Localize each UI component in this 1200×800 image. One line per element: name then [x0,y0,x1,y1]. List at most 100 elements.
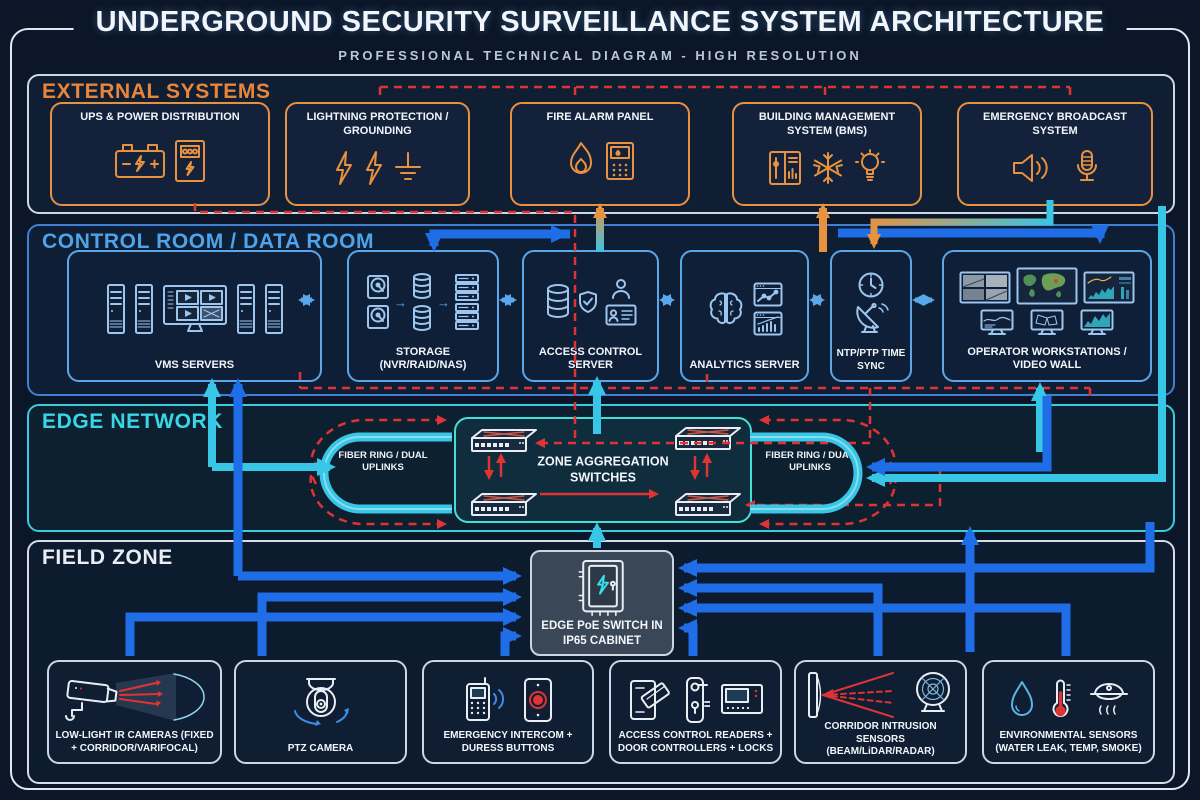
water-drop-icon [1010,680,1033,716]
bms-box: BUILDING MANAGEMENT SYSTEM (BMS) [732,102,922,206]
ptz-camera-box: PTZ CAMERA [234,660,407,764]
network-switch-icon [675,493,741,516]
workstation-monitor-icon [980,309,1014,336]
diagram-subtitle: PROFESSIONAL TECHNICAL DIAGRAM - HIGH RE… [324,48,876,63]
bms-panel-icon [769,150,801,185]
vms-servers-label: VMS SERVERS [154,359,235,372]
zone-aggregation-label: ZONE AGGREGATION SWITCHES [537,454,669,484]
speaker-icon [1013,153,1048,182]
access-readers-label: ACCESS CONTROL READERS + DOOR CONTROLLER… [617,730,774,754]
access-readers-box: ACCESS CONTROL READERS + DOOR CONTROLLER… [609,660,782,764]
brain-icon [709,292,743,325]
radar-sensor-icon [915,672,950,712]
analytics-server-box: ANALYTICS SERVER [680,250,809,382]
clock-icon [858,272,884,298]
access-control-server-label: ACCESS CONTROL SERVER [538,345,643,372]
database-icon [413,273,431,300]
section-external-systems: EXTERNAL SYSTEMS UPS & POWER DISTRIBUTIO… [27,74,1175,214]
network-switch-icon [471,493,537,516]
intercom-duress-box: EMERGENCY INTERCOM + DURESS BUTTONS [422,660,594,764]
intercom-icon [466,676,505,721]
line-chart-icon [753,282,783,307]
thermometer-icon [1052,679,1071,717]
operator-workstations-label: OPERATOR WORKSTATIONS / VIDEO WALL [967,345,1127,372]
duress-button-icon [524,677,552,722]
flow-arrow: → [437,294,450,310]
server-rack-icon [106,284,125,335]
card-reader-icon [629,679,670,720]
shield-check-icon [578,291,597,314]
smoke-detector-icon [1089,682,1128,715]
lightbulb-icon [855,148,885,181]
ptz-camera-label: PTZ CAMERA [287,742,354,754]
environmental-sensors-label: ENVIRONMENTAL SENSORS (WATER LEAK, TEMP,… [995,730,1142,754]
storage-label: STORAGE (NVR/RAID/NAS) [379,345,467,372]
person-icon [611,279,630,300]
operator-workstations-box: OPERATOR WORKSTATIONS / VIDEO WALL [942,250,1152,382]
world-map-monitor-icon [1016,267,1078,305]
intrusion-sensors-label: CORRIDOR INTRUSION SENSORS (BEAM/LiDAR/R… [824,721,937,757]
vms-monitor-icon [162,285,227,333]
bms-label: BUILDING MANAGEMENT SYSTEM (BMS) [758,111,896,137]
edge-network-header: EDGE NETWORK [42,410,224,433]
power-panel-icon [175,139,205,182]
nas-rack-icon [455,274,479,331]
workstation-monitor-icon [1080,309,1114,336]
intercom-duress-label: EMERGENCY INTERCOM + DURESS BUTTONS [443,730,573,754]
database-icon [413,305,431,332]
server-rack-icon [236,284,255,335]
environmental-sensors-box: ENVIRONMENTAL SENSORS (WATER LEAK, TEMP,… [982,660,1155,764]
server-rack-icon [264,284,283,335]
lightning-protection-label: LIGHTNING PROTECTION / GROUNDING [306,111,449,137]
door-controller-icon [720,683,763,714]
workstation-monitor-icon [1030,309,1064,336]
fire-alarm-label: FIRE ALARM PANEL [546,111,654,123]
ups-power-label: UPS & POWER DISTRIBUTION [80,111,240,123]
hdd-icon [367,305,389,330]
lightning-bolt-icon [365,150,382,185]
network-switch-icon [471,429,537,452]
external-systems-header: EXTERNAL SYSTEMS [42,80,271,103]
fiber-ring-right-label: FIBER RING / DUAL UPLINKS [765,450,855,474]
battery-icon [115,143,165,178]
poe-cabinet-icon [578,559,624,617]
alarm-panel-icon [606,141,634,180]
emergency-broadcast-label: EMERGENCY BROADCAST SYSTEM [982,111,1128,137]
ground-symbol-icon [394,151,421,180]
bar-chart-icon [753,311,783,336]
server-rack-icon [134,284,153,335]
ptz-camera-icon [293,677,349,726]
diagram-title: UNDERGROUND SECURITY SURVEILLANCE SYSTEM… [73,6,1127,39]
field-zone-header: FIELD ZONE [42,546,173,569]
ir-camera-icon [64,672,205,721]
section-edge-network: EDGE NETWORK FIBER RING / DUAL UPLINKS F… [27,404,1175,532]
dashboard-monitor-icon [1083,271,1135,304]
flame-icon [570,141,592,174]
flow-arrow: → [394,294,407,310]
ntp-time-sync-box: NTP/PTP TIME SYNC [830,250,912,382]
id-card-icon [605,304,636,326]
vms-servers-box: VMS SERVERS [67,250,322,382]
ntp-time-sync-label: NTP/PTP TIME SYNC [836,348,906,372]
door-lock-icon [685,676,710,723]
edge-poe-switch-box: EDGE PoE SWITCH IN IP65 CABINET [530,550,674,656]
beam-sensor-icon [807,672,894,718]
edge-poe-switch-label: EDGE PoE SWITCH IN IP65 CABINET [541,620,663,647]
satellite-dish-icon [856,302,889,333]
network-switch-icon [675,427,741,450]
lightning-protection-box: LIGHTNING PROTECTION / GROUNDING [285,102,470,206]
ir-cameras-box: LOW-LIGHT IR CAMERAS (FIXED + CORRIDOR/V… [47,660,222,764]
section-field-zone: FIELD ZONE EDGE PoE SWITCH IN IP65 CABIN… [27,540,1175,784]
zone-aggregation-panel: ZONE AGGREGATION SWITCHES [454,417,752,523]
storage-box: → → STORAGE (NVR/R [347,250,499,382]
fire-alarm-box: FIRE ALARM PANEL [510,102,690,206]
ups-power-box: UPS & POWER DISTRIBUTION [50,102,270,206]
ir-cameras-label: LOW-LIGHT IR CAMERAS (FIXED + CORRIDOR/V… [55,730,214,754]
access-control-server-box: ACCESS CONTROL SERVER [522,250,659,382]
microphone-icon [1077,149,1097,181]
snowflake-icon [813,151,843,184]
analytics-server-label: ANALYTICS SERVER [689,359,800,372]
emergency-broadcast-box: EMERGENCY BROADCAST SYSTEM [957,102,1153,206]
section-control-room: CONTROL ROOM / DATA ROOM [27,224,1175,396]
